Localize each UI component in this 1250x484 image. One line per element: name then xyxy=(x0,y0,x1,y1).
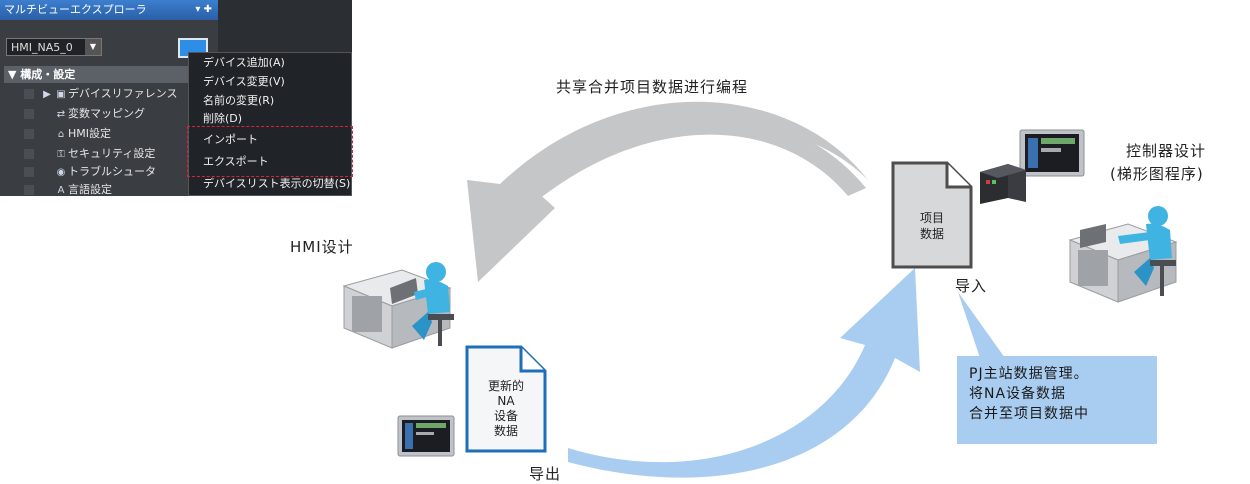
menu-item-rename[interactable]: 名前の変更(R) xyxy=(203,94,275,107)
document-icon xyxy=(891,161,973,269)
controller-design-label: 控制器设计 xyxy=(1126,142,1207,160)
tree-bullet xyxy=(24,129,34,139)
troubleshooter-icon: ◉ xyxy=(56,167,66,178)
tree-item-troubleshooter[interactable]: ◉トラブルシュータ xyxy=(24,163,156,181)
tree-bullet xyxy=(24,167,34,177)
mapping-icon: ⇄ xyxy=(56,109,66,120)
tree-item-label: 言語設定 xyxy=(68,183,112,196)
collapse-triangle-icon[interactable]: ▼ xyxy=(8,68,21,81)
menu-item-export[interactable]: エクスポート xyxy=(203,155,269,168)
callout-pointer xyxy=(958,292,1005,358)
tree-item-hmi-settings[interactable]: ⌂HMI設定 xyxy=(24,125,111,143)
tree-header-label: 構成・設定 xyxy=(20,68,76,81)
pin-icon[interactable]: ▾ ✚ xyxy=(195,4,212,15)
share-arrow-gray-body xyxy=(520,114,866,200)
updated-na-device-data-document: 更新的 NA 设备 数据 xyxy=(465,345,547,453)
explorer-titlebar: マルチビューエクスプローラ ▾ ✚ xyxy=(0,0,218,20)
left-doc-text-1: 更新的 xyxy=(487,379,524,393)
plc-and-hmi-hardware-icon xyxy=(980,129,1085,204)
project-data-text-1: 项目 xyxy=(919,211,944,225)
explorer-title: マルチビューエクスプローラ xyxy=(4,3,147,16)
language-icon: A xyxy=(57,185,65,196)
left-doc-text-3: 设备 xyxy=(493,409,518,423)
project-data-text-2: 数据 xyxy=(919,227,944,241)
menu-item-toggle-device-list[interactable]: デバイスリスト表示の切替(S) xyxy=(203,177,351,190)
export-label: 导出 xyxy=(529,465,562,483)
import-export-highlight xyxy=(187,126,353,177)
controller-designer-workstation-icon xyxy=(1068,206,1178,303)
callout-line-1: PJ主站数据管理。 xyxy=(969,366,1089,382)
tree-item-variable-mapping[interactable]: ⇄変数マッピング xyxy=(24,105,145,123)
device-reference-icon: ▣ xyxy=(56,89,66,100)
device-select-value: HMI_NA5_0 xyxy=(11,41,73,54)
tree-bullet xyxy=(24,185,34,195)
device-select[interactable]: HMI_NA5_0 ▼ xyxy=(6,38,102,56)
document-icon xyxy=(465,345,547,453)
tree-header[interactable]: ▼ 構成・設定 xyxy=(4,66,194,83)
tree-item-label: 変数マッピング xyxy=(68,107,145,120)
controller-design-sublabel: (梯形图程序) xyxy=(1110,165,1204,183)
explorer-screenshot: マルチビューエクスプローラ ▾ ✚ HMI_NA5_0 ▼ ▼ 構成・設定 ▶ ▣… xyxy=(0,0,353,199)
menu-item-change-device[interactable]: デバイス変更(V) xyxy=(203,75,285,88)
tree-item-label: セキュリティ設定 xyxy=(68,147,156,160)
export-arrow-blue xyxy=(568,268,920,478)
tree-bullet xyxy=(24,149,34,159)
menu-item-add-device[interactable]: デバイス追加(A) xyxy=(203,56,285,69)
tree-item-label: HMI設定 xyxy=(68,127,112,140)
menu-item-import[interactable]: インポート xyxy=(203,133,258,146)
hmi-designer-workstation-icon xyxy=(342,262,454,349)
tree-item-label: デバイスリファレンス xyxy=(68,87,178,100)
hmi-panel-icon xyxy=(397,415,455,457)
callout-line-2: 将NA设备数据 xyxy=(969,386,1067,402)
project-data-document: 项目 数据 xyxy=(891,161,973,269)
tree-bullet xyxy=(24,89,34,99)
share-arrow-gray xyxy=(467,101,868,282)
callout-box: PJ主站数据管理。 将NA设备数据 合并至项目数据中 xyxy=(957,356,1157,444)
left-doc-text-2: NA xyxy=(497,394,515,408)
lock-icon: ⚿ xyxy=(57,149,65,160)
tree-item-security[interactable]: ⚿セキュリティ設定 xyxy=(24,145,155,163)
top-caption: 共享合并项目数据进行编程 xyxy=(556,78,749,96)
hmi-settings-icon: ⌂ xyxy=(57,129,65,140)
callout-line-3: 合并至项目数据中 xyxy=(969,406,1089,422)
chevron-down-icon[interactable]: ▼ xyxy=(85,39,101,55)
tree-bullet xyxy=(24,109,34,119)
hmi-design-label: HMI设计 xyxy=(290,238,354,256)
context-menu: デバイス追加(A) デバイス変更(V) 名前の変更(R) 削除(D) インポート… xyxy=(187,52,353,196)
tree-item-label: トラブルシュータ xyxy=(68,165,156,178)
left-doc-text-4: 数据 xyxy=(493,424,518,438)
tree-item-device-reference[interactable]: ▶ ▣デバイスリファレンス xyxy=(24,85,177,103)
expand-arrow-icon[interactable]: ▶ xyxy=(43,89,51,100)
menu-item-delete[interactable]: 削除(D) xyxy=(203,112,243,125)
import-label: 导入 xyxy=(955,277,988,295)
